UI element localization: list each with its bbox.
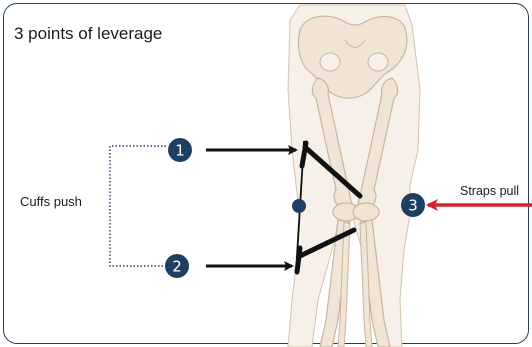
straps-pull-label: Straps pull (460, 184, 519, 198)
marker-3: 3 (401, 193, 425, 217)
cuffs-bracket (110, 146, 166, 266)
legs-illustration (288, 5, 420, 347)
svg-text:1: 1 (175, 142, 185, 160)
knee-joints (333, 203, 379, 221)
brace-hinge-icon (292, 199, 306, 213)
svg-text:3: 3 (408, 197, 418, 215)
marker-2: 2 (165, 254, 189, 278)
marker-1: 1 (168, 138, 192, 162)
cuffs-push-label: Cuffs push (20, 194, 82, 209)
lower-cuff-pad (297, 248, 300, 272)
svg-text:2: 2 (172, 258, 182, 276)
